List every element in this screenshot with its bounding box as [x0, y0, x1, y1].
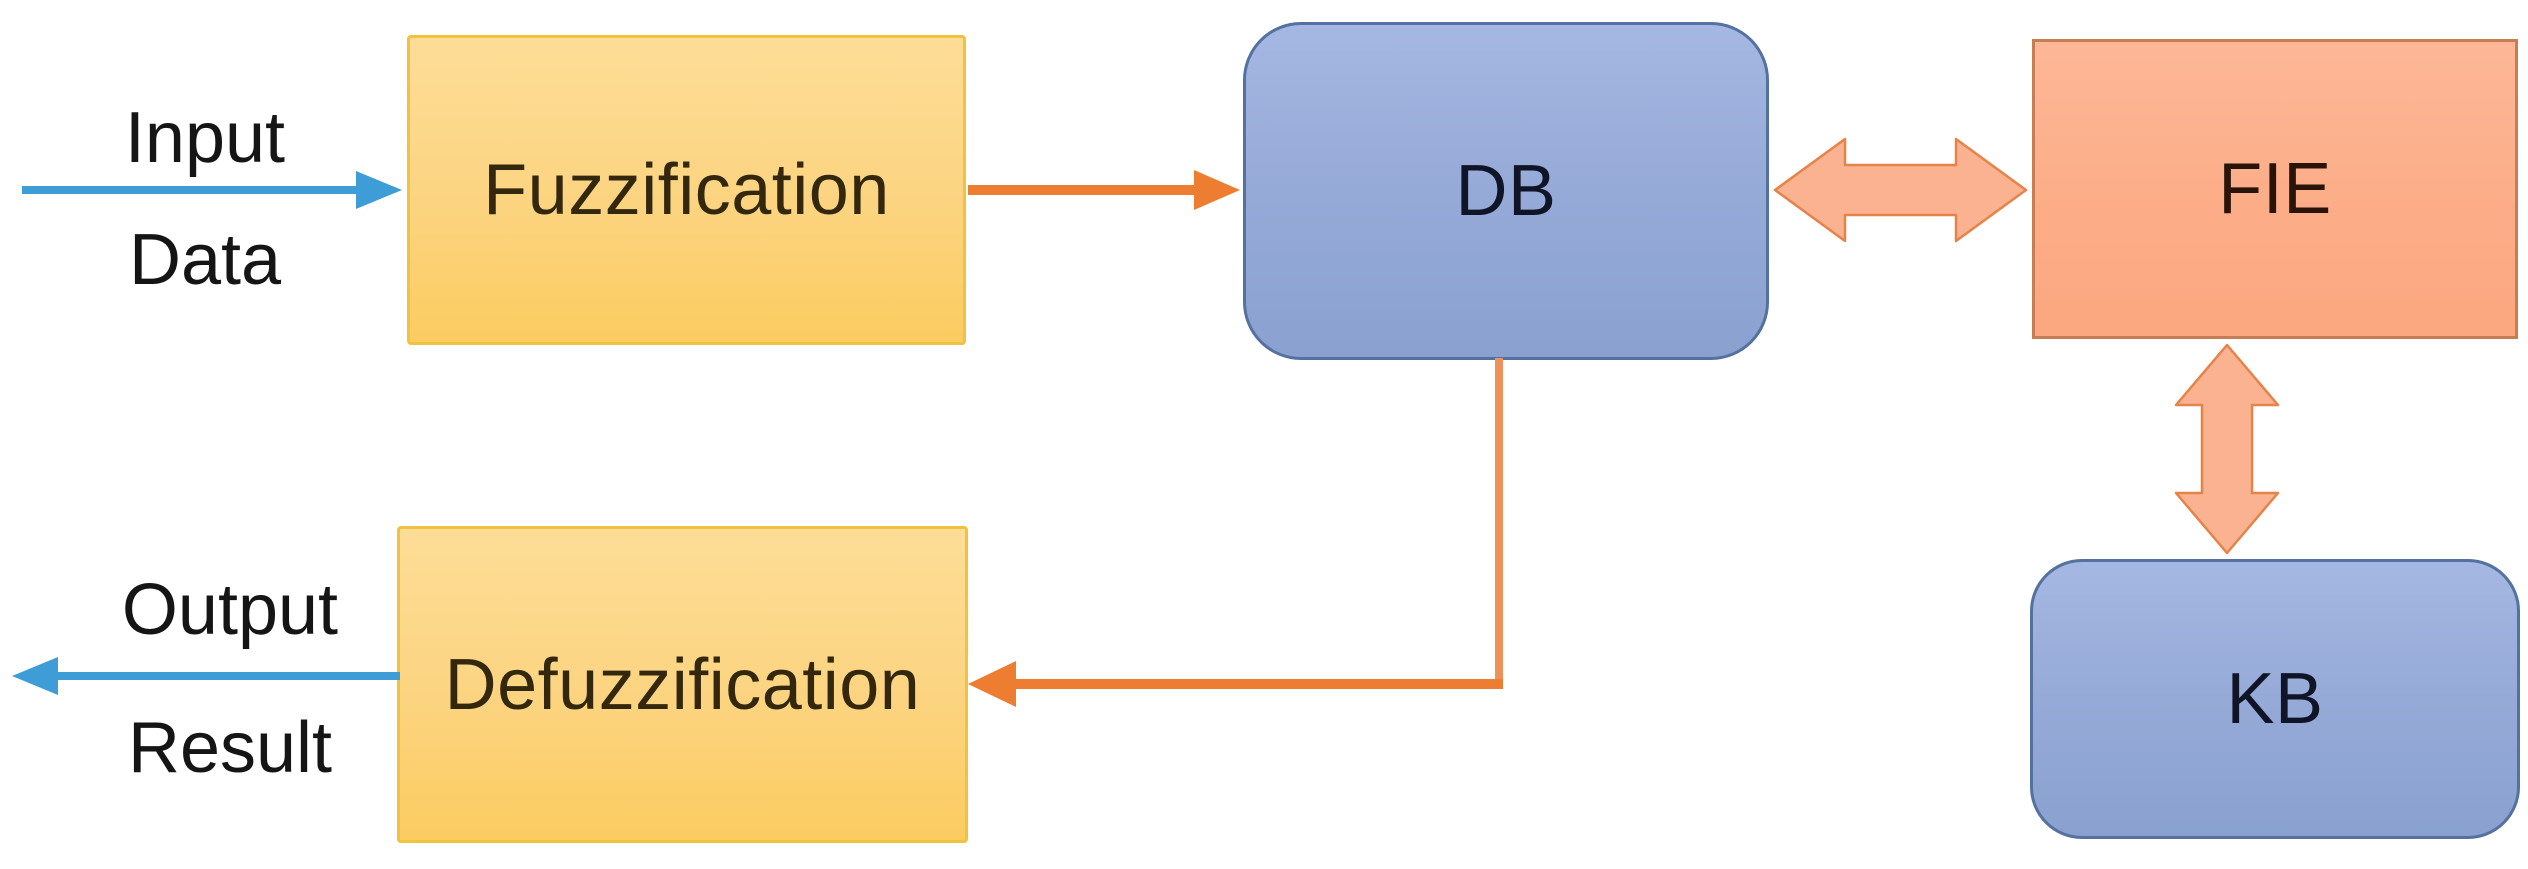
input-label-line2: Data	[128, 220, 282, 300]
node-fuzzification-label: Fuzzification	[483, 150, 890, 230]
node-fie-label: FIE	[2218, 149, 2332, 229]
node-kb: KB	[2030, 559, 2520, 839]
node-fuzzification: Fuzzification	[407, 35, 966, 345]
node-defuzzification: Defuzzification	[397, 526, 968, 843]
node-db-label: DB	[1455, 151, 1557, 231]
node-defuzzification-label: Defuzzification	[444, 644, 921, 725]
node-kb-label: KB	[2226, 659, 2324, 739]
output-result-arrow-icon	[12, 657, 400, 695]
input-data-arrow-icon	[22, 171, 402, 209]
node-fie: FIE	[2032, 39, 2518, 339]
output-label-line2: Result	[127, 708, 333, 788]
fuzzification-to-db-arrow-icon	[968, 170, 1240, 210]
output-label-line1: Output	[121, 570, 339, 650]
db-to-defuzzification-connector-icon	[968, 358, 1503, 707]
db-fie-double-arrow-icon	[1773, 137, 2028, 243]
node-db: DB	[1243, 22, 1769, 360]
fie-kb-double-arrow-icon	[2174, 343, 2280, 555]
input-label-line1: Input	[124, 98, 286, 178]
